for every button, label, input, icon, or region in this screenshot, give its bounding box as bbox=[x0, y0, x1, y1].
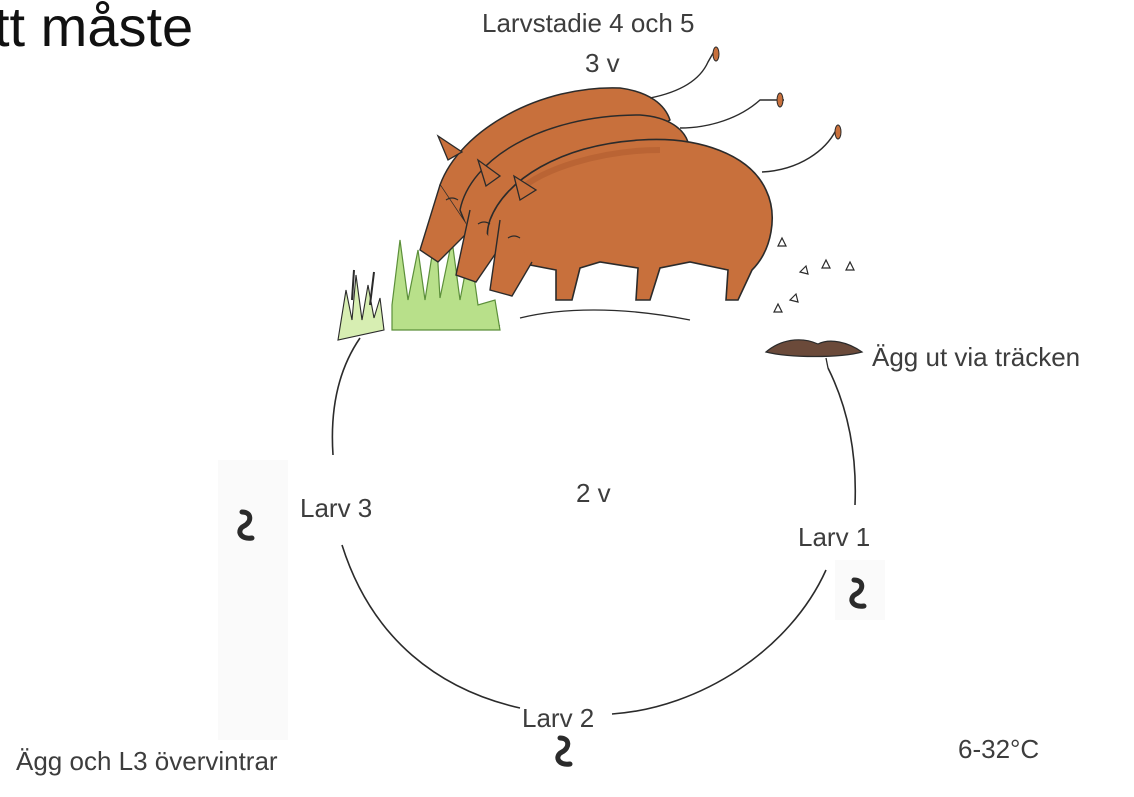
label-overwintering: Ägg och L3 övervintrar bbox=[16, 746, 278, 777]
dung-pile-icon bbox=[766, 340, 862, 368]
fly-icon bbox=[774, 238, 854, 312]
label-eggs-out: Ägg ut via träcken bbox=[872, 342, 1080, 373]
label-larva-3: Larv 3 bbox=[300, 493, 372, 524]
label-temperature-range: 6-32°C bbox=[958, 734, 1039, 765]
lifecycle-arc-bottom-right bbox=[612, 570, 826, 714]
wild-boar-illustration bbox=[420, 47, 841, 300]
slide-heading: tt måste bbox=[0, 0, 193, 59]
label-duration-2-weeks: 2 v bbox=[576, 478, 611, 509]
lifecycle-arc-right bbox=[828, 368, 855, 505]
label-larva-2: Larv 2 bbox=[522, 703, 594, 734]
label-duration-3-weeks: 3 v bbox=[585, 48, 620, 79]
label-larva-stage-4-5: Larvstadie 4 och 5 bbox=[482, 8, 694, 39]
lifecycle-arc-top bbox=[520, 310, 690, 320]
label-larva-1: Larv 1 bbox=[798, 522, 870, 553]
lifecycle-arc-left bbox=[332, 338, 360, 455]
lifecycle-arc-lower-left bbox=[342, 545, 520, 708]
